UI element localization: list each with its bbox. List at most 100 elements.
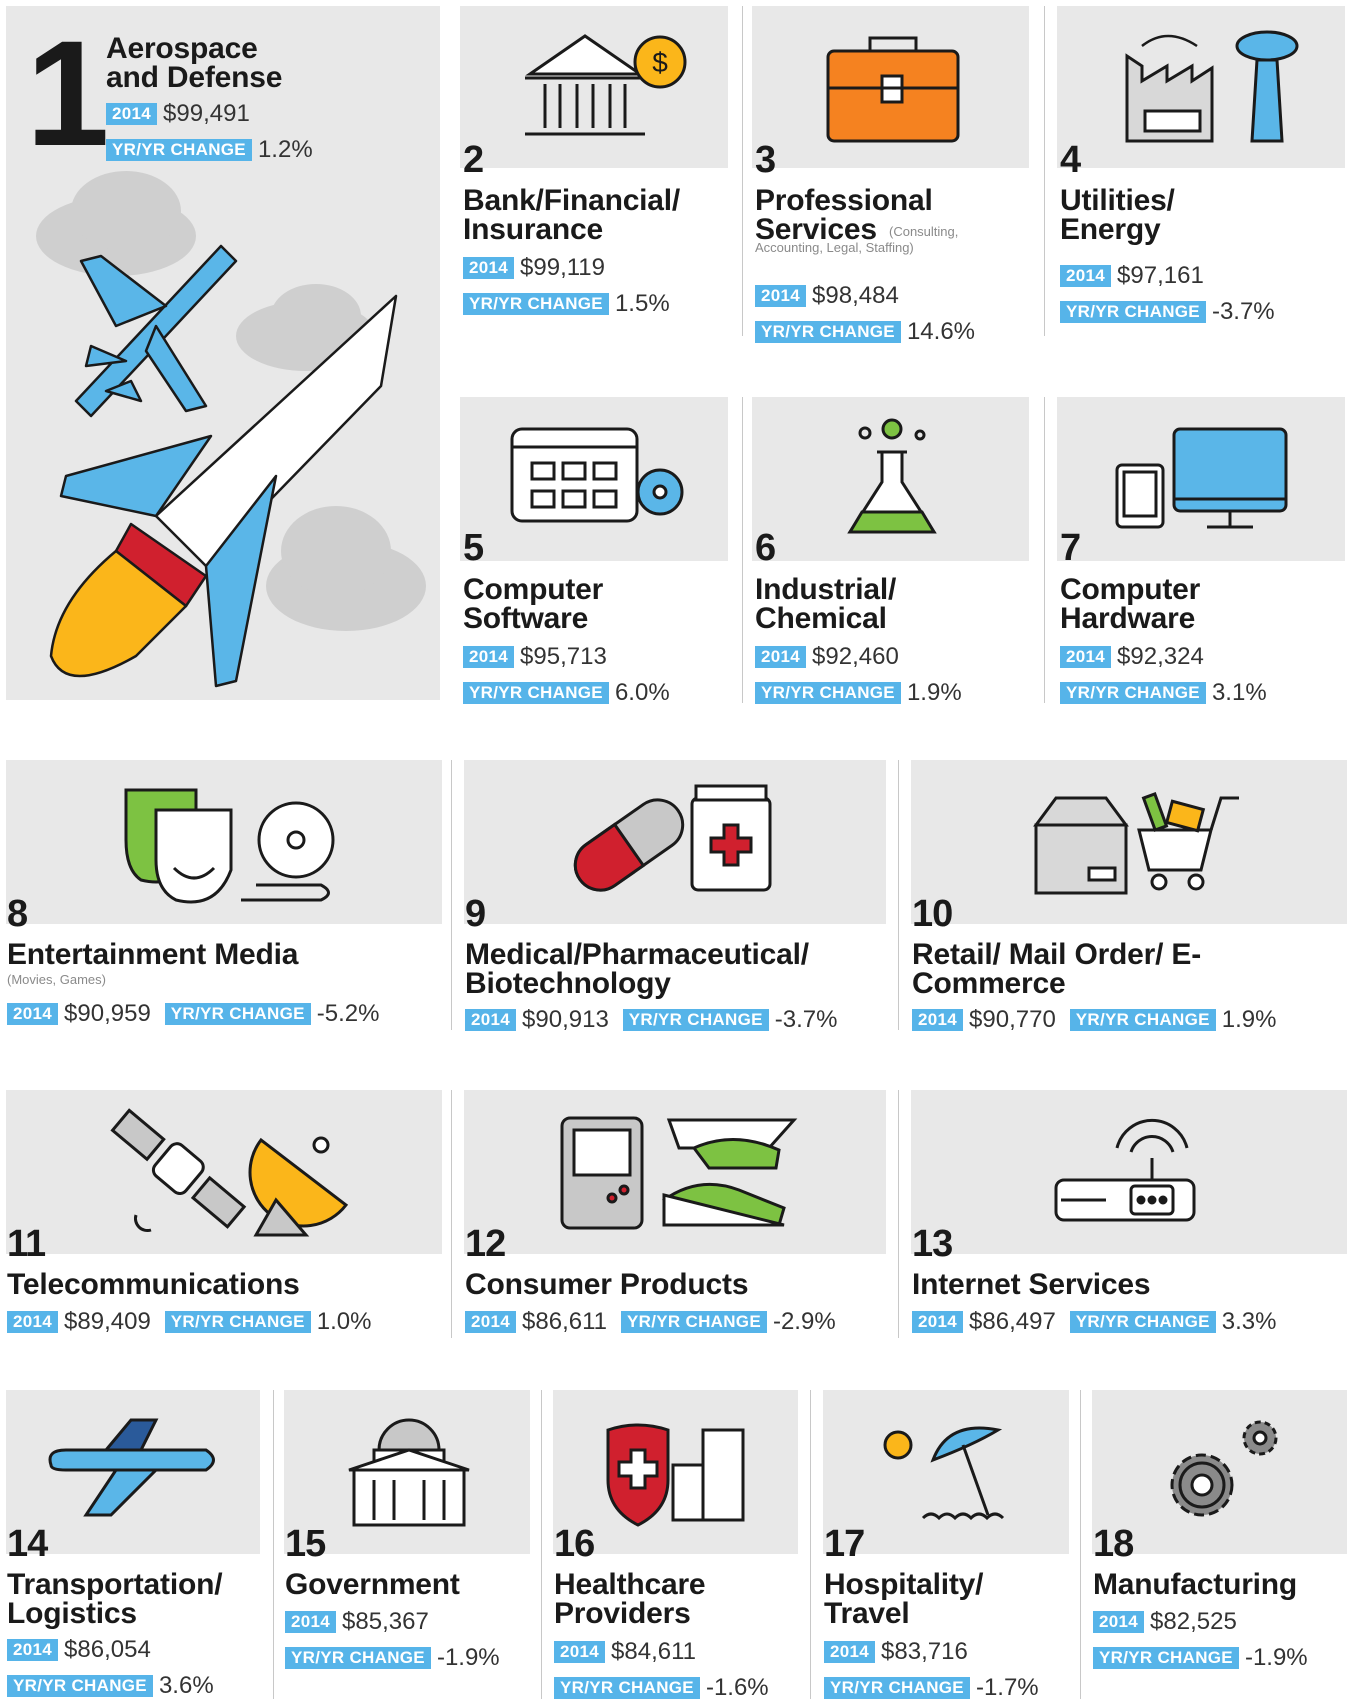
industry-card-17: 17 Hospitality/ Travel 2014$83,716 YR/YR… bbox=[823, 1390, 1083, 1702]
industry-name: Internet Services bbox=[912, 1268, 1151, 1301]
industry-name: Telecommunications bbox=[7, 1268, 300, 1301]
industry-name: Manufacturing bbox=[1093, 1568, 1298, 1601]
change-tag: YR/YR CHANGE bbox=[463, 293, 609, 315]
industry-card-14: 14 Transportation/ Logistics 2014$86,054… bbox=[6, 1390, 268, 1699]
satellite-icon bbox=[6, 1090, 442, 1254]
industry-card-16: 16 Healthcare Providers 2014$84,611 YR/Y… bbox=[553, 1390, 813, 1701]
change-tag: YR/YR CHANGE bbox=[1060, 301, 1206, 323]
industry-name: Bank/Financial/ Insurance bbox=[463, 184, 681, 246]
year-tag: 2014 bbox=[912, 1311, 964, 1333]
divider bbox=[1044, 397, 1045, 703]
year-tag: 2014 bbox=[465, 1009, 517, 1031]
change-tag: YR/YR CHANGE bbox=[755, 321, 901, 343]
capitol-icon bbox=[284, 1390, 530, 1554]
year-tag: 2014 bbox=[285, 1611, 337, 1633]
monitor-tablet-icon bbox=[1057, 397, 1345, 561]
industry-name: Professional Services bbox=[755, 184, 933, 246]
divider bbox=[742, 6, 743, 336]
change-tag: YR/YR CHANGE bbox=[621, 1311, 767, 1333]
rocket-and-plane-icon bbox=[6, 6, 440, 700]
industry-name: Consumer Products bbox=[465, 1268, 749, 1301]
change-value: 6.0% bbox=[614, 679, 670, 706]
salary-row: 2014$85,367 bbox=[285, 1608, 443, 1636]
rank-number: 1 bbox=[26, 9, 109, 177]
year-tag: 2014 bbox=[755, 285, 807, 307]
salary-value: $90,959 bbox=[64, 1000, 151, 1027]
change-tag: YR/YR CHANGE bbox=[755, 682, 901, 704]
salary-row: 2014$92,324 bbox=[1060, 643, 1218, 671]
change-value: -1.9% bbox=[436, 1644, 500, 1671]
change-row: YR/YR CHANGE-1.7% bbox=[824, 1674, 1053, 1702]
change-tag: YR/YR CHANGE bbox=[622, 1009, 769, 1031]
gears-icon bbox=[1092, 1390, 1347, 1554]
salary-value: $98,484 bbox=[812, 282, 899, 309]
change-value: -3.7% bbox=[1211, 298, 1275, 325]
change-tag: YR/YR CHANGE bbox=[285, 1647, 431, 1669]
year-tag: 2014 bbox=[463, 646, 515, 668]
change-tag: YR/YR CHANGE bbox=[824, 1677, 970, 1699]
change-value: -1.9% bbox=[1244, 1644, 1308, 1671]
industry-name: Computer Hardware bbox=[1060, 573, 1201, 635]
year-tag: 2014 bbox=[463, 257, 515, 279]
industry-name: Utilities/ Energy bbox=[1060, 184, 1175, 246]
salary-row: 2014$84,611 bbox=[554, 1638, 710, 1666]
year-tag: 2014 bbox=[824, 1641, 876, 1663]
year-tag: 2014 bbox=[1093, 1611, 1145, 1633]
salary-value: $82,525 bbox=[1150, 1608, 1237, 1635]
industry-card-9: 9 Medical/Pharmaceutical/ Biotechnology … bbox=[464, 760, 889, 1033]
salary-row: 2014$92,460 bbox=[755, 643, 913, 671]
change-value: 1.5% bbox=[614, 290, 670, 317]
beach-umbrella-icon bbox=[823, 1390, 1069, 1554]
change-row: YR/YR CHANGE-1.9% bbox=[285, 1644, 514, 1672]
year-tag: 2014 bbox=[912, 1009, 964, 1031]
pill-icon bbox=[464, 760, 886, 924]
rank-number: 8 bbox=[7, 893, 28, 935]
divider bbox=[451, 760, 452, 1030]
change-tag: YR/YR CHANGE bbox=[1069, 1009, 1216, 1031]
change-tag: YR/YR CHANGE bbox=[164, 1311, 311, 1333]
year-tag: 2014 bbox=[106, 103, 158, 125]
rank-number: 15 bbox=[285, 1523, 326, 1565]
divider bbox=[742, 397, 743, 703]
change-tag: YR/YR CHANGE bbox=[7, 1675, 153, 1697]
industry-card-18: 18 Manufacturing 2014$82,525 YR/YR CHANG… bbox=[1092, 1390, 1347, 1699]
change-tag: YR/YR CHANGE bbox=[1060, 682, 1206, 704]
change-value: 1.0% bbox=[316, 1308, 372, 1335]
industry-name: Hospitality/ Travel bbox=[824, 1568, 984, 1630]
salary-row: 2014$83,716 bbox=[824, 1638, 982, 1666]
change-tag: YR/YR CHANGE bbox=[1069, 1311, 1216, 1333]
rank-number: 12 bbox=[465, 1223, 506, 1265]
change-tag: YR/YR CHANGE bbox=[554, 1677, 700, 1699]
industry-name: Retail/ Mail Order/ E-Commerce bbox=[912, 938, 1202, 1000]
salary-value: $86,611 bbox=[522, 1308, 608, 1335]
change-value: 1.9% bbox=[906, 679, 962, 706]
airplane-icon bbox=[6, 1390, 260, 1554]
rank-number: 6 bbox=[755, 527, 776, 569]
industry-name: Medical/Pharmaceutical/ Biotechnology bbox=[465, 938, 809, 1000]
rank-number: 3 bbox=[755, 139, 776, 181]
game-console-icon bbox=[464, 1090, 886, 1254]
shopping-cart-icon bbox=[911, 760, 1347, 924]
industry-subtitle: (Movies, Games) bbox=[7, 972, 106, 987]
salary-value: $92,460 bbox=[812, 643, 899, 670]
divider bbox=[273, 1390, 274, 1699]
industry-card-7: 7 Computer Hardware 2014$92,324 YR/YR CH… bbox=[1057, 397, 1347, 706]
salary-row: 2014$99,491 bbox=[106, 100, 264, 128]
theater-mask-icon bbox=[6, 760, 442, 924]
rank-number: 18 bbox=[1093, 1523, 1134, 1565]
salary-value: $90,913 bbox=[522, 1006, 609, 1033]
year-tag: 2014 bbox=[7, 1311, 59, 1333]
salary-value: $99,491 bbox=[163, 100, 250, 127]
year-tag: 2014 bbox=[755, 646, 807, 668]
industry-card-10: 10 Retail/ Mail Order/ E-Commerce 2014$9… bbox=[911, 760, 1347, 1033]
salary-row: 2014$98,484 bbox=[755, 282, 913, 310]
